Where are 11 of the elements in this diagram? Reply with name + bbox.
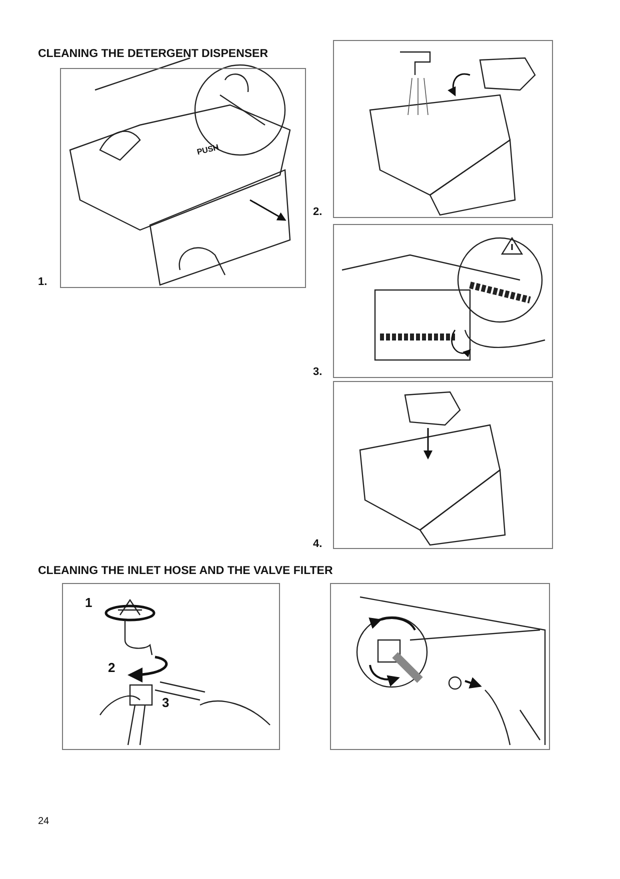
page-number: 24 (38, 816, 50, 827)
step-number: 1. (38, 276, 48, 288)
step-number: 4. (313, 538, 322, 550)
section-heading: CLEANING THE INLET HOSE AND THE VALVE FILTER (38, 565, 333, 577)
callout-number: 3 (162, 695, 170, 710)
section-heading: CLEANING THE DETERGENT DISPENSER (38, 48, 268, 60)
step-number: 2. (313, 206, 322, 218)
push-label: PUSH (196, 142, 220, 157)
step-number: 3. (313, 366, 322, 378)
callout-number: 2 (108, 660, 116, 675)
callout-number: 1 (85, 595, 92, 610)
